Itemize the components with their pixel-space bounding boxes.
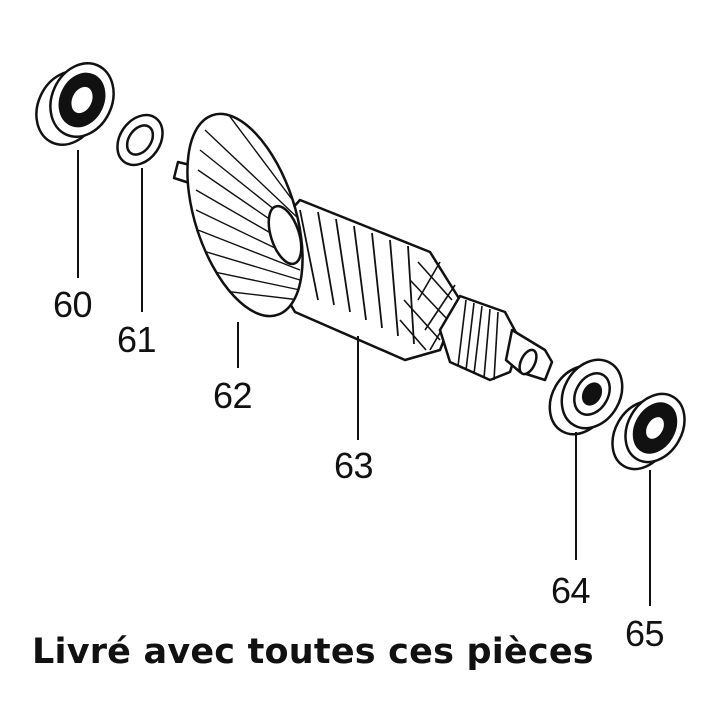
armature-63-drawing [172,160,554,382]
washer-61-drawing [116,113,164,167]
part-label-63: 63 [334,445,374,486]
bearing-64-drawing [548,358,624,436]
fan-62-drawing [186,99,304,318]
part-label-65: 65 [625,613,665,654]
caption-text: Livré avec toutes ces pièces [32,632,594,672]
part-label-62: 62 [213,375,253,416]
part-label-60: 60 [53,284,93,325]
leader-lines [77,150,651,606]
bearing-65-drawing [611,392,686,471]
part-label-61: 61 [117,319,157,360]
bearing-60-drawing [35,62,115,146]
part-label-64: 64 [551,570,591,611]
